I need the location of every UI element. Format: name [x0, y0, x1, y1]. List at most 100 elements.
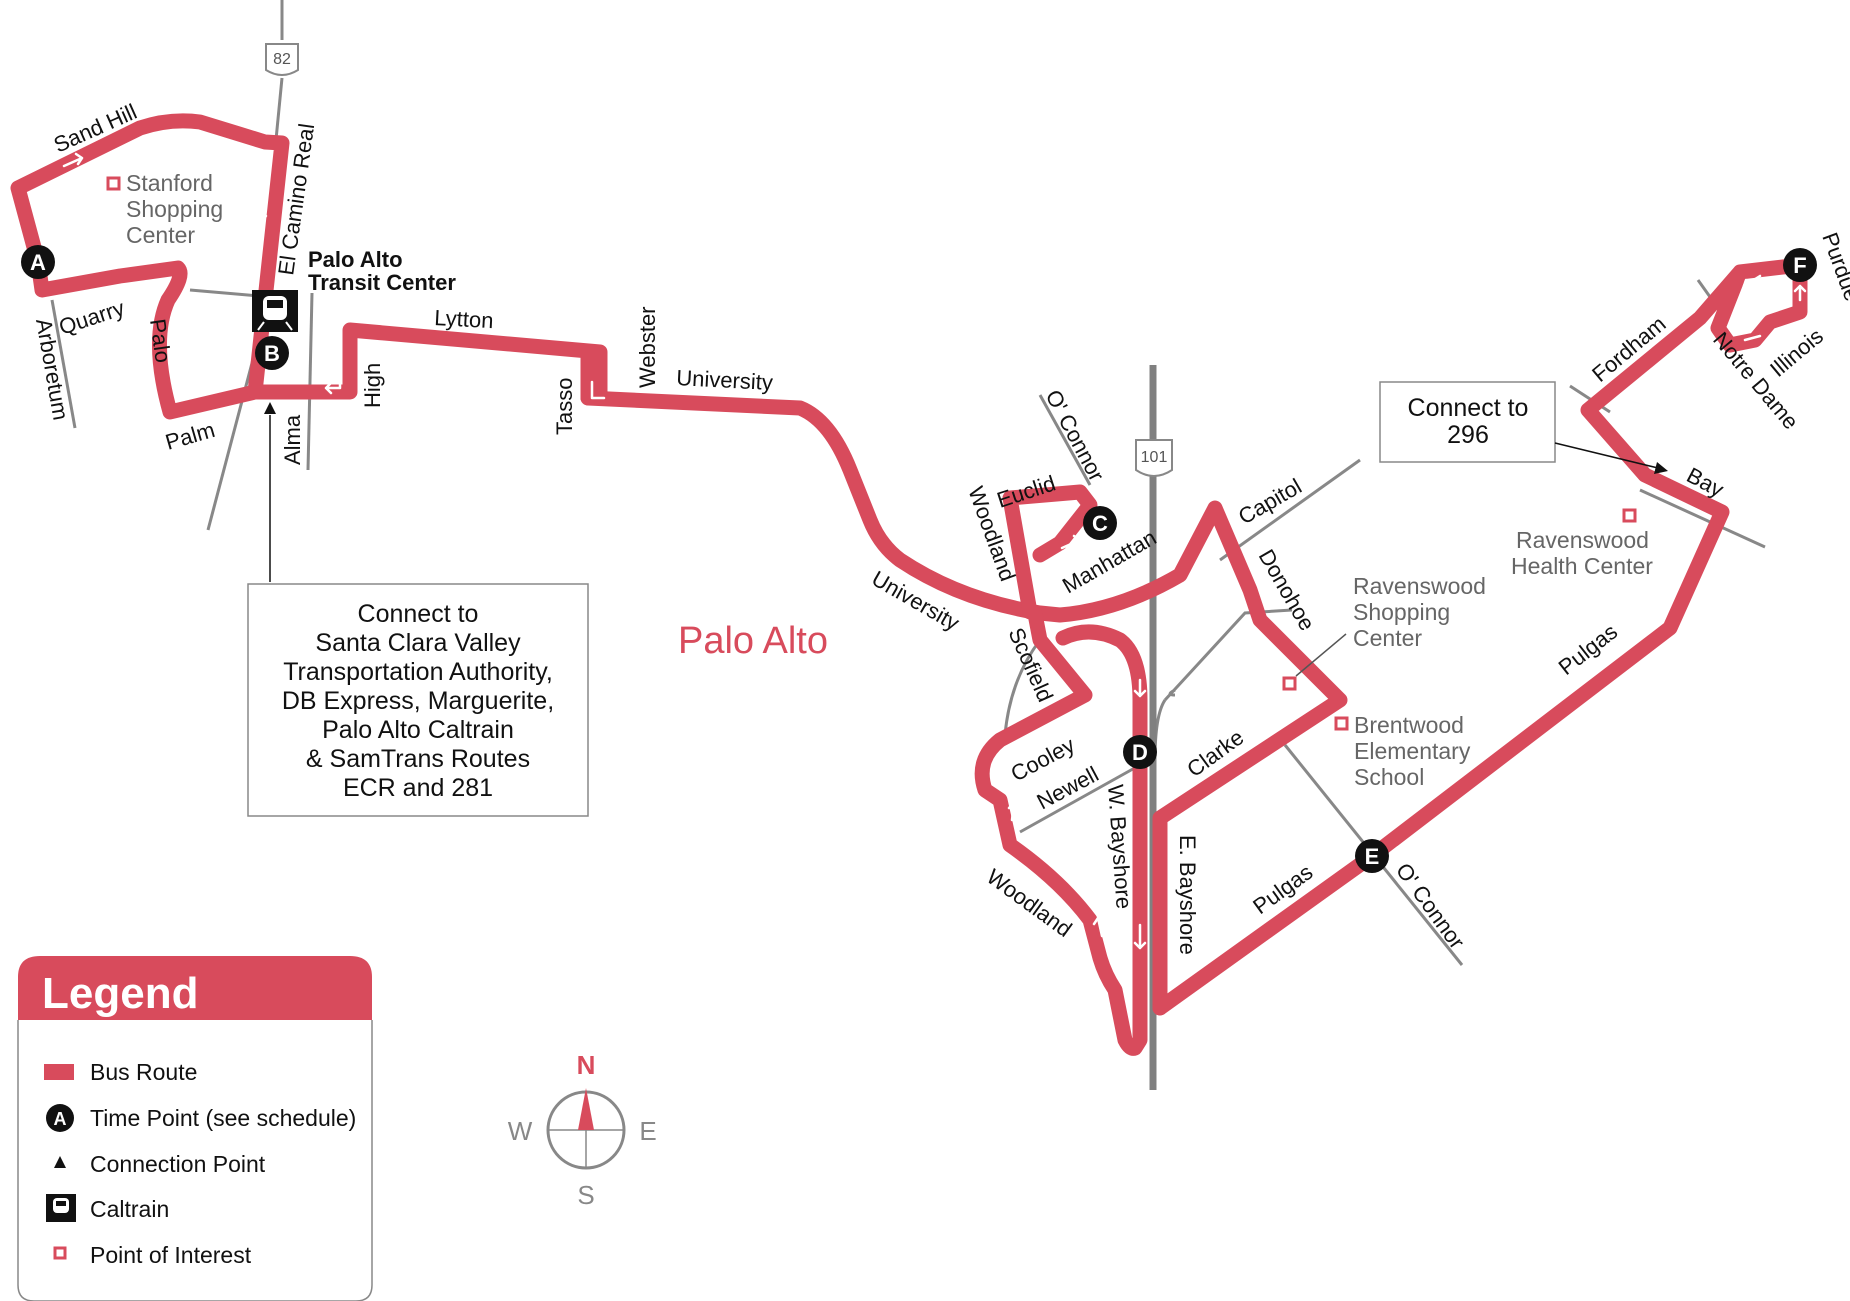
- route-transit-center: [247, 322, 608, 406]
- poi-rs-line3: Center: [1353, 625, 1422, 651]
- street-oconnor-1: O' Connor: [1041, 386, 1110, 486]
- legend-bus-route-label: Bus Route: [90, 1059, 197, 1085]
- arrow-icon: [1060, 534, 1082, 550]
- street-webster: Webster: [635, 306, 660, 388]
- arrow-icon: [1793, 284, 1807, 302]
- legend-connection-point-icon: [54, 1156, 66, 1168]
- direction-arrows: [62, 152, 1807, 950]
- connect-box-296: Connect to 296: [1379, 381, 1556, 463]
- legend-body: [17, 1020, 373, 1301]
- poi-stanford-label: Stanford Shopping Center: [126, 170, 223, 248]
- time-point-a-label: A: [30, 250, 46, 275]
- connect-box-1-line4: DB Express, Marguerite,: [282, 687, 554, 715]
- highway-shield-icon: [265, 43, 299, 76]
- transit-center-line2: Transit Center: [308, 270, 456, 295]
- arrow-icon: [254, 200, 268, 224]
- poi-leader: [1295, 633, 1347, 677]
- connect-box-2-line2: 296: [1447, 421, 1489, 449]
- connection-point-icon: [264, 402, 276, 414]
- connect-box-2-line1: Connect to: [1408, 394, 1529, 422]
- arrow-icon: [1092, 916, 1106, 938]
- time-point-b: B: [255, 336, 289, 370]
- street-tasso: Tasso: [552, 378, 577, 435]
- poi-markers: [106, 176, 1637, 731]
- connect-296-leader: [1554, 442, 1659, 469]
- shield-101: 101: [1135, 439, 1173, 477]
- arrow-icon: [590, 380, 606, 400]
- street-palo: Palo: [145, 317, 176, 364]
- highway-shield-icon: [1135, 439, 1173, 477]
- legend-caltrain-label: Caltrain: [90, 1196, 169, 1222]
- arrow-icon: [1007, 800, 1021, 822]
- street-capitol: Capitol: [1234, 473, 1306, 529]
- shield-101-label: 101: [1141, 449, 1168, 466]
- poi-ravenswood-health-label: Ravenswood Health Center: [1511, 527, 1653, 579]
- poi-brentwood-label: Brentwood Elementary School: [1354, 712, 1471, 790]
- compass-w-label: W: [508, 1116, 533, 1146]
- poi-bw-line3: School: [1354, 764, 1424, 790]
- poi-bw-line1: Brentwood: [1354, 712, 1464, 738]
- arrow-icon: [177, 336, 191, 358]
- compass-needle-icon: [578, 1088, 594, 1130]
- legend-bus-route-icon: [44, 1064, 74, 1080]
- road-bay: [1639, 488, 1766, 549]
- time-point-f: F: [1783, 248, 1817, 282]
- poi-rh-line2: Health Center: [1511, 553, 1653, 579]
- poi-stanford-line1: Stanford: [126, 170, 213, 196]
- time-point-d-label: D: [1132, 740, 1148, 765]
- poi-stanford-line2: Shopping: [126, 196, 223, 222]
- road-palm-connector: [189, 288, 261, 298]
- legend-time-point-icon: [46, 1104, 74, 1132]
- road-arboretum: [50, 299, 77, 429]
- street-palm: Palm: [162, 417, 217, 455]
- time-point-e-label: E: [1365, 844, 1380, 869]
- shield-82: 82: [265, 43, 299, 76]
- connect-box-1-line7: ECR and 281: [343, 774, 493, 802]
- legend-poi-label: Point of Interest: [90, 1242, 252, 1268]
- street-purdue: Purdue: [1817, 229, 1850, 304]
- street-lytton: Lytton: [434, 305, 494, 333]
- legend-header: [18, 956, 372, 1020]
- time-point-c: C: [1083, 506, 1117, 540]
- poi-bw-line2: Elementary: [1354, 738, 1471, 764]
- legend-time-point-symbol: A: [54, 1109, 67, 1129]
- train-window: [267, 300, 283, 308]
- arrow-icon: [62, 152, 84, 168]
- legend-title: Legend: [42, 969, 198, 1018]
- connect-box-1-line3: Transportation Authority,: [283, 658, 553, 686]
- street-oconnor-2: O' Connor: [1391, 858, 1470, 953]
- street-w-bayshore: W. Bayshore: [1103, 784, 1137, 910]
- street-high: High: [360, 363, 385, 408]
- arrow-icon: [316, 327, 336, 348]
- legend-poi-icon: [53, 1246, 67, 1260]
- time-point-d: D: [1123, 735, 1157, 769]
- connect-box-vta: Connect to Santa Clara Valley Transporta…: [247, 583, 589, 817]
- time-point-b-label: B: [264, 341, 280, 366]
- train-rails: [257, 321, 293, 331]
- arrow-icon: [1040, 503, 1062, 517]
- arrow-icon: [1742, 274, 1762, 290]
- legend-connection-point-label: Connection Point: [90, 1151, 266, 1177]
- street-e-bayshore: E. Bayshore: [1175, 835, 1200, 955]
- poi-ravenswood-health-icon: [1622, 508, 1637, 523]
- route-west-loop: [10, 113, 290, 420]
- street-illinois: Illinois: [1765, 323, 1828, 381]
- arrow-icon: [1743, 334, 1762, 342]
- compass-n-label: N: [577, 1050, 596, 1080]
- poi-rs-line1: Ravenswood: [1353, 573, 1486, 599]
- poi-rh-line1: Ravenswood: [1516, 527, 1649, 553]
- route-university: [580, 390, 1348, 1016]
- caltrain-station: [252, 290, 298, 332]
- arrow-icon: [1133, 678, 1147, 698]
- route-scofield-woodland: [974, 606, 1148, 1056]
- arrow-icon: [324, 376, 342, 395]
- compass-s-label: S: [577, 1180, 594, 1210]
- road-e-bayshore-service: [1163, 608, 1293, 702]
- road-newell: [1019, 763, 1141, 834]
- time-point-a: A: [21, 245, 55, 279]
- poi-brentwood-icon: [1334, 716, 1349, 731]
- bus-route: [10, 113, 1808, 1056]
- connect-296-arrowhead: [1654, 462, 1668, 474]
- poi-ravenswood-shopping-label: Ravenswood Shopping Center: [1353, 573, 1486, 651]
- connect-box-1-line6: & SamTrans Routes: [306, 745, 530, 773]
